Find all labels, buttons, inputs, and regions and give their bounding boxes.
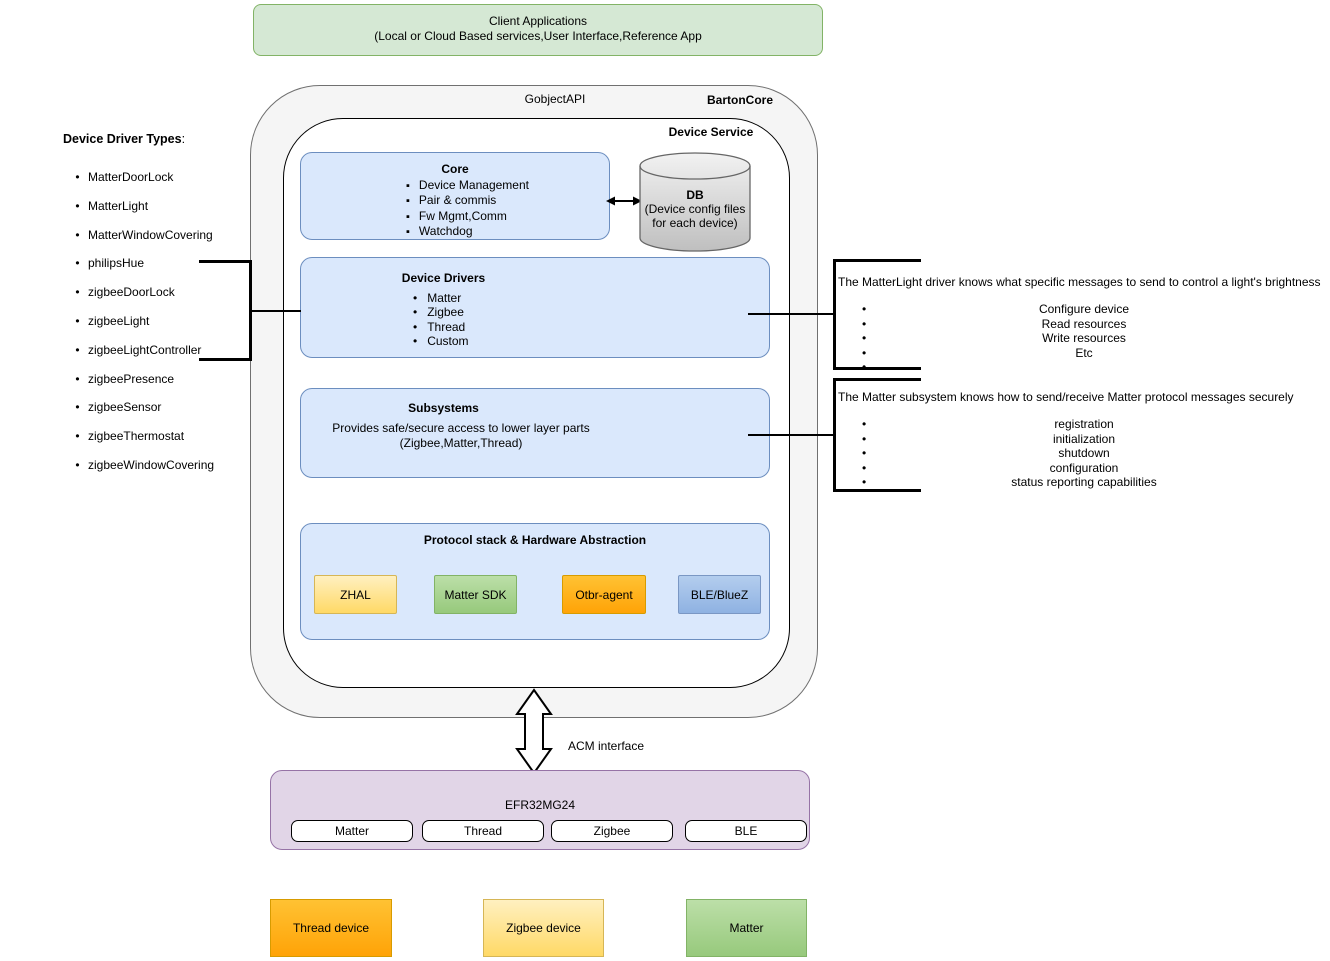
protocol-stack-title: Protocol stack & Hardware Abstraction [423,533,647,547]
efr-chip-ble: BLE [685,820,807,842]
db-line1: (Device config files [644,202,746,216]
annotation-matterlight-bullet: •Read resources [862,316,1127,331]
driver-type-item: philipsHue [68,256,214,285]
annotation-matterlight-text: The MatterLight driver knows what specif… [838,275,1321,289]
bracket-subsystem-spine [833,378,836,492]
annotation-subsystem-bullet: •status reporting capabilities [862,475,1157,489]
matter-device-box: Matter [686,899,807,957]
client-applications-subtitle: (Local or Cloud Based services,User Inte… [374,29,702,43]
client-applications-box: Client Applications (Local or Cloud Base… [253,4,823,56]
device-drivers-list: Matter Zigbee Thread Custom [413,291,469,349]
device-drivers-item: Custom [413,334,468,348]
bracket-driver-spine [833,259,836,370]
annotation-subsystem-bullet: •initialization [862,431,1116,446]
barton-core-label: BartonCore [706,93,773,107]
driver-type-item: zigbeeWindowCovering [68,458,214,487]
driver-type-item: MatterDoorLock [68,170,214,199]
driver-type-item: zigbeeLightController [68,343,214,372]
device-drivers-title: Device Drivers [401,271,486,285]
connector-drivers-right [748,313,835,315]
connector-subsystems-right [748,434,835,436]
efr32mg24-title: EFR32MG24 [504,798,576,812]
bracket-left-top-tick [199,260,252,263]
gobject-api-label: GobjectAPI [524,92,586,106]
efr-chip-zigbee: Zigbee [551,820,673,842]
efr-chip-matter: Matter [291,820,413,842]
chip-ble-bluez: BLE/BlueZ [678,575,761,614]
annotation-matterlight-bullet: •Configure device [862,302,1130,316]
driver-type-item: zigbeeDoorLock [68,285,214,314]
db-line2: for each device) [652,216,738,230]
annotation-subsystem-bullet: •shutdown [862,446,1110,460]
subsystems-title: Subsystems [408,401,479,415]
db-title: DB [686,188,704,202]
annotation-subsystem-bullet: •registration [862,417,1114,431]
chip-matter-sdk: Matter SDK [434,575,517,614]
bracket-left-spine [249,260,252,361]
core-item: Watchdog [406,224,529,239]
bracket-subsystem-top-tick [833,378,921,381]
device-driver-types-heading: Device Driver Types: [63,132,186,146]
chip-otbr-agent: Otbr-agent [562,575,646,614]
bracket-driver-top-tick [833,259,921,262]
core-item: Device Management [406,178,529,193]
device-drivers-item: Zigbee [413,305,469,319]
subsystems-box: Subsystems Provides safe/secure access t… [300,388,770,478]
device-service-label: Device Service [668,125,754,139]
device-driver-types-list: MatterDoorLock MatterLight MatterWindowC… [68,170,214,487]
acm-interface-label: ACM interface [568,739,645,753]
acm-arrow [515,688,553,775]
db-cylinder [639,152,751,252]
bracket-driver-bottom-tick [833,367,921,370]
driver-type-item: zigbeeThermostat [68,429,214,458]
chip-zhal: ZHAL [314,575,397,614]
protocol-stack-box: Protocol stack & Hardware Abstraction ZH… [300,523,770,640]
db-label: DB (Device config files for each device) [639,188,751,230]
connector-drivers-left [251,310,301,312]
core-item: Fw Mgmt,Comm [406,209,529,224]
driver-type-item: MatterWindowCovering [68,228,214,257]
efr-chip-thread: Thread [422,820,544,842]
core-list: Device Management Pair & commis Fw Mgmt,… [406,178,529,240]
driver-type-item: MatterLight [68,199,214,228]
annotation-matter-subsystem-text: The Matter subsystem knows how to send/r… [838,390,1294,404]
core-db-arrow [606,196,642,206]
device-drivers-box: Device Drivers Matter Zigbee Thread Cust… [300,257,770,358]
bracket-left-bottom-tick [199,358,252,361]
efr32mg24-box: EFR32MG24 Matter Thread Zigbee BLE [270,770,810,850]
annotation-matterlight-bullet: •Write resources [862,331,1126,345]
driver-type-item: zigbeePresence [68,372,214,401]
annotation-matterlight-bullet: •Etc [862,345,1093,360]
bracket-subsystem-bottom-tick [833,489,921,492]
core-item: Pair & commis [406,193,529,208]
core-title: Core [441,162,469,176]
zigbee-device-box: Zigbee device [483,899,604,957]
device-drivers-item: Matter [413,291,469,305]
client-applications-title: Client Applications [488,14,588,28]
annotation-matterlight-bullet: • [862,360,867,374]
subsystems-line1: Provides safe/secure access to lower lay… [332,421,590,435]
subsystems-line2: (Zigbee,Matter,Thread) [399,436,523,450]
annotation-subsystem-bullet: •configuration [862,460,1119,475]
core-box: Core Device Management Pair & commis Fw … [300,152,610,240]
driver-type-item: zigbeeLight [68,314,214,343]
driver-type-item: zigbeeSensor [68,400,214,429]
device-drivers-item: Thread [413,320,469,334]
thread-device-box: Thread device [270,899,392,957]
